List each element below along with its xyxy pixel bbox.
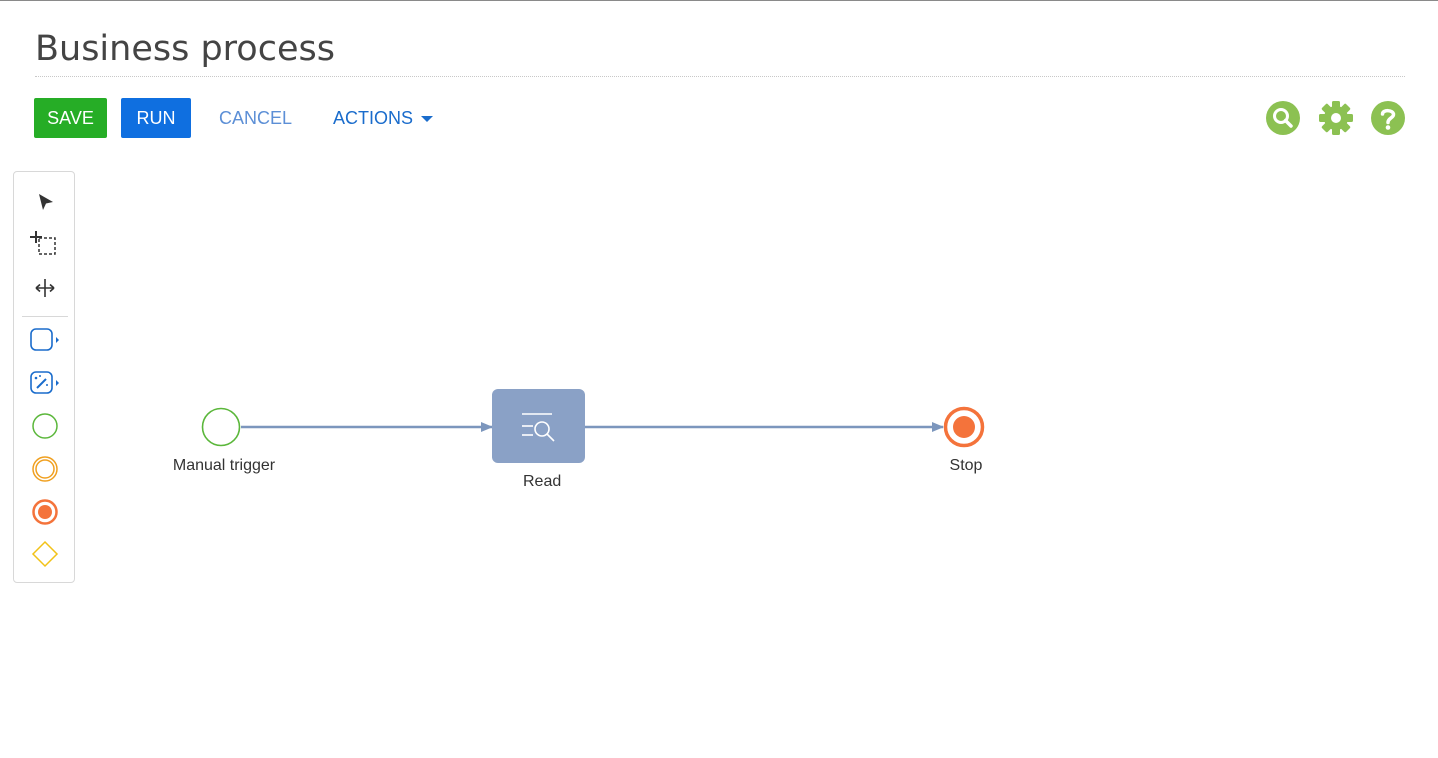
read-data-icon	[522, 413, 555, 442]
help-icon[interactable]	[1370, 100, 1406, 136]
search-icon[interactable]	[1265, 100, 1301, 136]
caret-down-icon	[421, 116, 434, 122]
element-palette	[13, 171, 75, 583]
palette-divider	[22, 316, 68, 317]
gear-icon[interactable]	[1318, 100, 1354, 136]
actions-dropdown[interactable]: ACTIONS	[333, 98, 434, 138]
save-button[interactable]: SAVE	[34, 98, 107, 138]
title-divider	[35, 76, 1405, 77]
intermediate-event-icon[interactable]	[28, 452, 62, 486]
read-task-node[interactable]	[492, 389, 585, 463]
pointer-icon[interactable]	[28, 185, 62, 219]
pan-icon[interactable]	[28, 271, 62, 305]
start-event-icon[interactable]	[28, 409, 62, 443]
script-task-icon[interactable]	[28, 366, 62, 400]
end-event-label: Stop	[949, 457, 983, 474]
actions-label: ACTIONS	[333, 107, 414, 128]
subprocess-icon[interactable]	[28, 323, 62, 357]
lasso-select-icon[interactable]	[28, 228, 62, 262]
start-event-label: Manual trigger	[172, 457, 276, 474]
end-event-node[interactable]	[943, 406, 985, 448]
run-button[interactable]: RUN	[121, 98, 191, 138]
read-task-label: Read	[523, 473, 562, 490]
cancel-label: CANCEL	[219, 107, 293, 128]
end-event-icon[interactable]	[28, 495, 62, 529]
page-title: Business process	[35, 29, 335, 69]
start-event-node[interactable]	[201, 407, 241, 447]
cancel-button[interactable]: CANCEL	[219, 98, 292, 138]
gateway-icon[interactable]	[28, 537, 62, 571]
